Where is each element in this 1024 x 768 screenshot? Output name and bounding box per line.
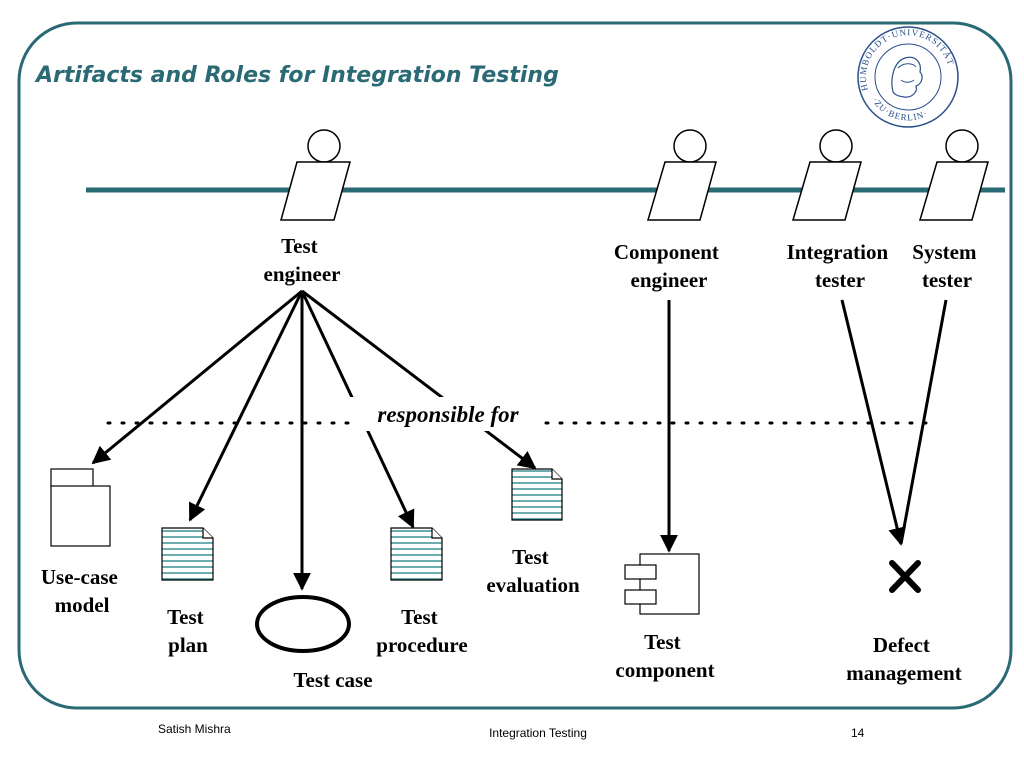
actor-component-engineer-icon: [646, 129, 717, 221]
role-label-test-engineer: Test engineer: [264, 234, 341, 286]
edge-to-use-case-model: [91, 289, 303, 465]
artifact-label-test-plan: Test plan: [167, 605, 209, 657]
edge-to-test-plan: [188, 290, 304, 522]
artifact-label-defect-management: Defect management: [846, 633, 961, 685]
slide-title: Artifacts and Roles for Integration Test…: [34, 63, 559, 88]
slide-frame: [17, 21, 1013, 710]
footer-author: Satish Mishra: [158, 722, 231, 736]
responsibility-edges: [91, 289, 948, 591]
actor-system-tester-icon: [918, 129, 989, 221]
responsible-for-label: responsible for: [377, 402, 519, 427]
test-procedure-document-icon: [390, 527, 443, 581]
edge-to-test-evaluation: [301, 289, 537, 470]
test-case-ellipse-icon: [255, 595, 351, 653]
actor-test-engineer-icon: [280, 129, 351, 221]
package-icon: [50, 468, 111, 547]
component-icon: [624, 553, 700, 615]
actor-integration-tester-icon: [791, 129, 862, 221]
edge-integration-to-defect: [840, 299, 906, 546]
responsible-for-band: responsible for: [106, 397, 937, 431]
artifact-label-test-case: Test case: [293, 668, 372, 692]
artifact-label-test-procedure: Test procedure: [376, 605, 467, 657]
artifact-label-test-evaluation: Test evaluation: [486, 545, 580, 597]
role-label-integration-tester: Integration tester: [787, 240, 894, 292]
role-label-system-tester: System tester: [912, 240, 981, 292]
artifact-label-test-component: Test component: [615, 630, 714, 682]
footer-title: Integration Testing: [489, 726, 587, 740]
university-seal-logo: HUMBOLDT·UNIVERSITÄT ·ZU·BERLIN·: [857, 26, 959, 128]
test-plan-document-icon: [161, 527, 214, 581]
role-label-component-engineer: Component engineer: [614, 240, 724, 292]
test-evaluation-document-icon: [511, 468, 563, 521]
artifact-label-use-case-model: Use-case model: [41, 565, 123, 617]
footer-page-number: 14: [851, 726, 865, 740]
defect-x-icon: [889, 560, 921, 593]
